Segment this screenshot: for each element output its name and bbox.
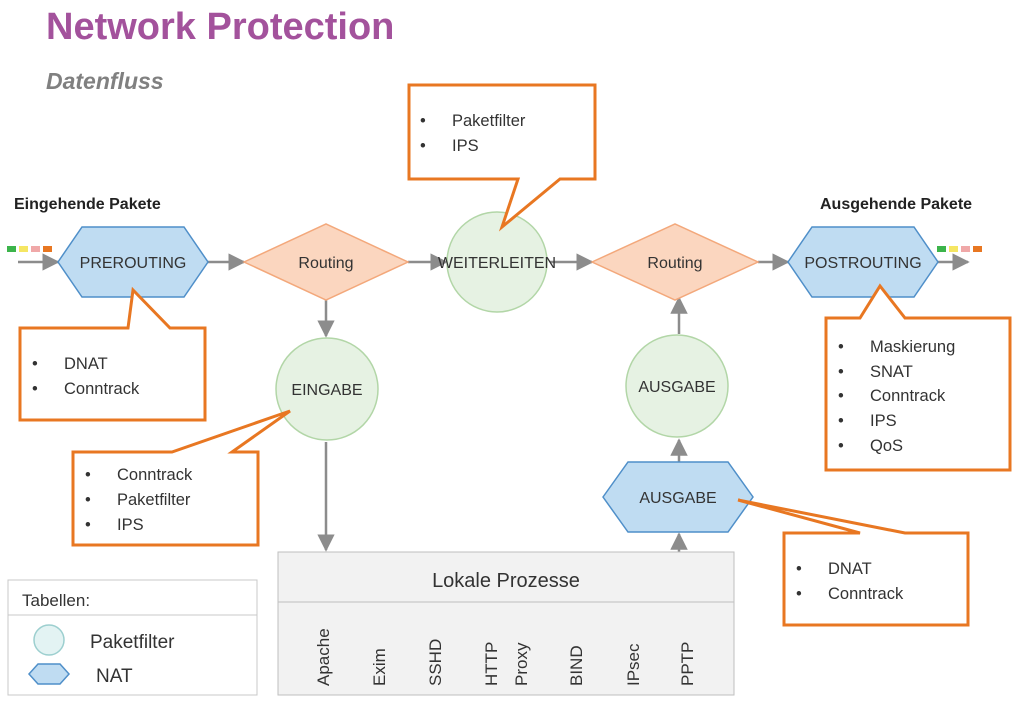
eingabe-node: EINGABE — [275, 337, 379, 441]
callout-postrouting-item: QoS — [870, 437, 903, 455]
callout-weiterleiten-bullet: • — [420, 112, 426, 130]
callout-prerouting: • DNAT • Conntrack — [18, 286, 207, 422]
routing-in-label: Routing — [298, 255, 353, 272]
callout-ausgabe-nat: • DNAT • Conntrack — [737, 498, 970, 627]
local-processes-title: Lokale Prozesse — [432, 570, 580, 592]
callout-weiterleiten: • Paketfilter • IPS — [407, 83, 597, 232]
callout-postrouting-bullet: • — [838, 387, 844, 405]
page-title: Network Protection — [46, 6, 395, 48]
prerouting-node: PREROUTING — [57, 226, 209, 298]
ausgabe-nat-node: AUSGABE — [602, 461, 754, 533]
routing-in-node: Routing — [242, 223, 410, 301]
process-item: SSHD — [426, 639, 445, 686]
callout-postrouting-bullet: • — [838, 363, 844, 381]
process-item: PPTP — [678, 642, 697, 686]
ausgabe-filter-label: AUSGABE — [638, 379, 715, 396]
callout-eingabe-bullet: • — [85, 491, 91, 509]
callout-ausgabe-nat-bullet: • — [796, 560, 802, 578]
ausgabe-nat-label: AUSGABE — [639, 490, 716, 507]
process-item: Apache — [314, 628, 333, 686]
eingabe-label: EINGABE — [291, 382, 362, 399]
weiterleiten-node: WEITERLEITEN — [438, 211, 556, 313]
process-item: IPsec — [624, 643, 643, 686]
callout-postrouting-item: SNAT — [870, 363, 913, 381]
callout-ausgabe-nat-item: DNAT — [828, 560, 872, 578]
legend-filter-label: Paketfilter — [90, 632, 175, 653]
process-item: Exim — [370, 648, 389, 686]
callout-eingabe-item: Conntrack — [117, 466, 193, 484]
callout-weiterleiten-item: Paketfilter — [452, 112, 526, 130]
callout-postrouting: • Maskierung • SNAT • Conntrack • IPS • … — [824, 283, 1012, 472]
prerouting-label: PREROUTING — [80, 255, 187, 272]
callout-postrouting-bullet: • — [838, 412, 844, 430]
callout-prerouting-item: Conntrack — [64, 380, 140, 398]
callout-eingabe-bullet: • — [85, 516, 91, 534]
callout-weiterleiten-item: IPS — [452, 137, 479, 155]
legend-filter-icon — [33, 624, 65, 656]
callout-postrouting-bullet: • — [838, 338, 844, 356]
postrouting-label: POSTROUTING — [804, 255, 921, 272]
routing-out-node: Routing — [590, 223, 760, 301]
callout-eingabe-bullet: • — [85, 466, 91, 484]
callout-weiterleiten-bullet: • — [420, 137, 426, 155]
legend: Tabellen: Paketfilter NAT — [7, 579, 258, 696]
local-processes-box: Lokale Prozesse Apache Exim SSHD HTTP Pr… — [277, 551, 735, 696]
process-item: HTTP — [482, 642, 501, 686]
callout-postrouting-item: Maskierung — [870, 338, 955, 356]
callout-eingabe-item: Paketfilter — [117, 491, 191, 509]
legend-nat-label: NAT — [96, 666, 133, 687]
callout-prerouting-item: DNAT — [64, 355, 108, 373]
callout-postrouting-bullet: • — [838, 437, 844, 455]
process-item: Proxy — [512, 642, 531, 686]
process-item: BIND — [567, 645, 586, 686]
callout-eingabe-item: IPS — [117, 516, 144, 534]
callout-postrouting-item: Conntrack — [870, 387, 946, 405]
callout-ausgabe-nat-bullet: • — [796, 585, 802, 603]
outgoing-packets-icon — [937, 246, 982, 252]
callout-prerouting-bullet: • — [32, 355, 38, 373]
incoming-packets-label: Eingehende Pakete — [14, 196, 161, 213]
incoming-packets-icon — [7, 246, 52, 252]
routing-out-label: Routing — [647, 255, 702, 272]
outgoing-packets-label: Ausgehende Pakete — [820, 196, 972, 213]
weiterleiten-label: WEITERLEITEN — [438, 255, 556, 272]
callout-prerouting-bullet: • — [32, 380, 38, 398]
callout-eingabe: • Conntrack • Paketfilter • IPS — [71, 409, 291, 547]
page-subtitle: Datenfluss — [46, 68, 164, 94]
callout-postrouting-item: IPS — [870, 412, 897, 430]
postrouting-node: POSTROUTING — [787, 226, 939, 298]
ausgabe-filter-node: AUSGABE — [625, 334, 729, 438]
legend-nat-icon — [27, 663, 71, 685]
callout-ausgabe-nat-item: Conntrack — [828, 585, 904, 603]
legend-title: Tabellen: — [22, 591, 90, 610]
